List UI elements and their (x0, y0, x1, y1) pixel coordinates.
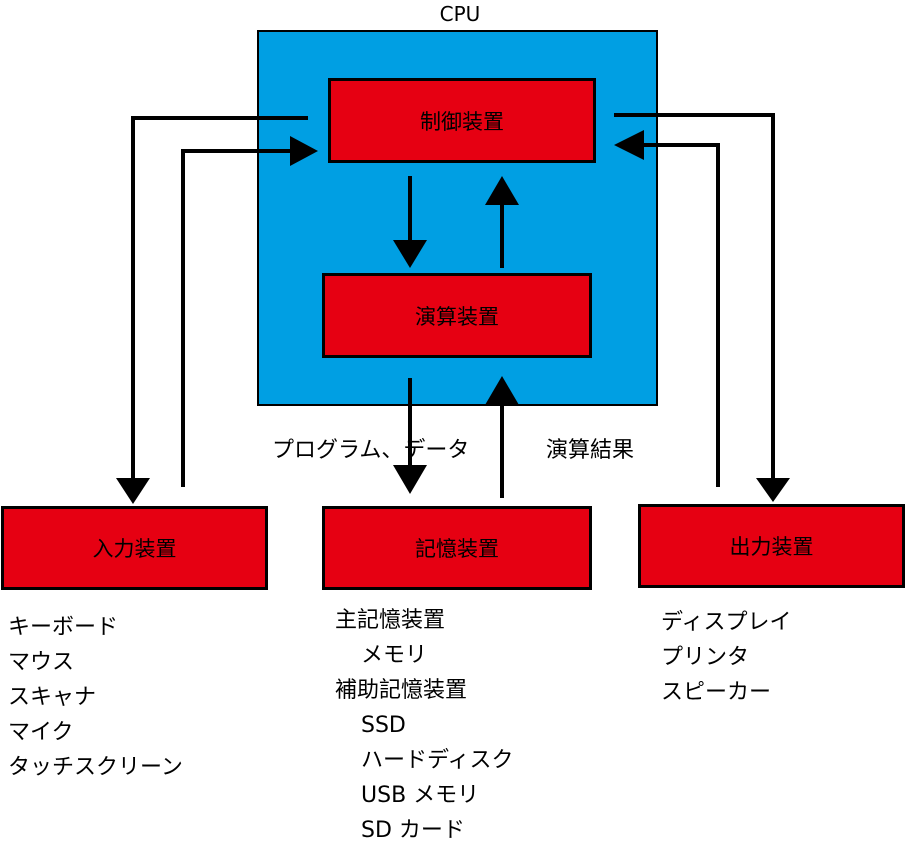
arrowhead-alu-down (393, 240, 427, 268)
arrow-control-to-output (614, 113, 775, 480)
alu-unit: 演算装置 (322, 273, 592, 358)
input-unit: 入力装置 (1, 506, 268, 590)
memory-device-list: 主記憶装置 メモリ 補助記憶装置 SSD ハードディスク USB メモリ SD … (335, 603, 513, 848)
output-device-item: プリンタ (661, 645, 750, 670)
output-device-item: ディスプレイ (661, 610, 792, 635)
output-device-item: スピーカー (661, 680, 772, 705)
memory-device-item: USB メモリ (361, 783, 480, 808)
output-unit-label: 出力装置 (729, 535, 814, 559)
arrowhead-control-up (485, 176, 519, 205)
arrowhead-memory-down (393, 465, 427, 494)
input-device-item: マイク (8, 720, 74, 745)
arrowhead-control-right (290, 136, 318, 166)
input-device-item: タッチスクリーン (8, 755, 183, 780)
output-unit: 出力装置 (638, 504, 905, 588)
arrowhead-output-down (756, 478, 790, 502)
input-device-list: キーボード マウス スキャナ マイク タッチスクリーン (8, 610, 183, 785)
control-unit-label: 制御装置 (420, 109, 504, 134)
memory-unit: 記憶装置 (322, 506, 592, 590)
input-device-item: スキャナ (8, 685, 97, 710)
memory-device-item: 補助記憶装置 (335, 678, 468, 703)
memory-device-item: メモリ (361, 643, 428, 668)
arrowhead-alu-up (485, 376, 519, 405)
program-data-label: プログラム、データ (272, 438, 470, 463)
memory-unit-label: 記憶装置 (415, 537, 499, 561)
alu-unit-label: 演算装置 (415, 304, 499, 329)
cpu-title: CPU (439, 2, 481, 26)
arrowhead-control-left (614, 130, 644, 160)
memory-device-item: SD カード (361, 818, 465, 843)
output-device-list: ディスプレイ プリンタ スピーカー (661, 605, 791, 710)
input-device-item: キーボード (8, 615, 119, 640)
arrowhead-input-down (116, 478, 150, 504)
arrow-output-to-control (640, 143, 720, 487)
memory-device-item: 主記憶装置 (335, 608, 446, 633)
result-label: 演算結果 (546, 438, 635, 463)
memory-device-item: SSD (361, 713, 406, 738)
input-device-item: マウス (8, 650, 75, 675)
arrow-input-to-control (181, 149, 302, 487)
input-unit-label: 入力装置 (92, 537, 177, 561)
arrow-control-to-input (131, 116, 308, 480)
memory-device-item: ハードディスク (361, 748, 514, 773)
control-unit: 制御装置 (328, 78, 596, 163)
